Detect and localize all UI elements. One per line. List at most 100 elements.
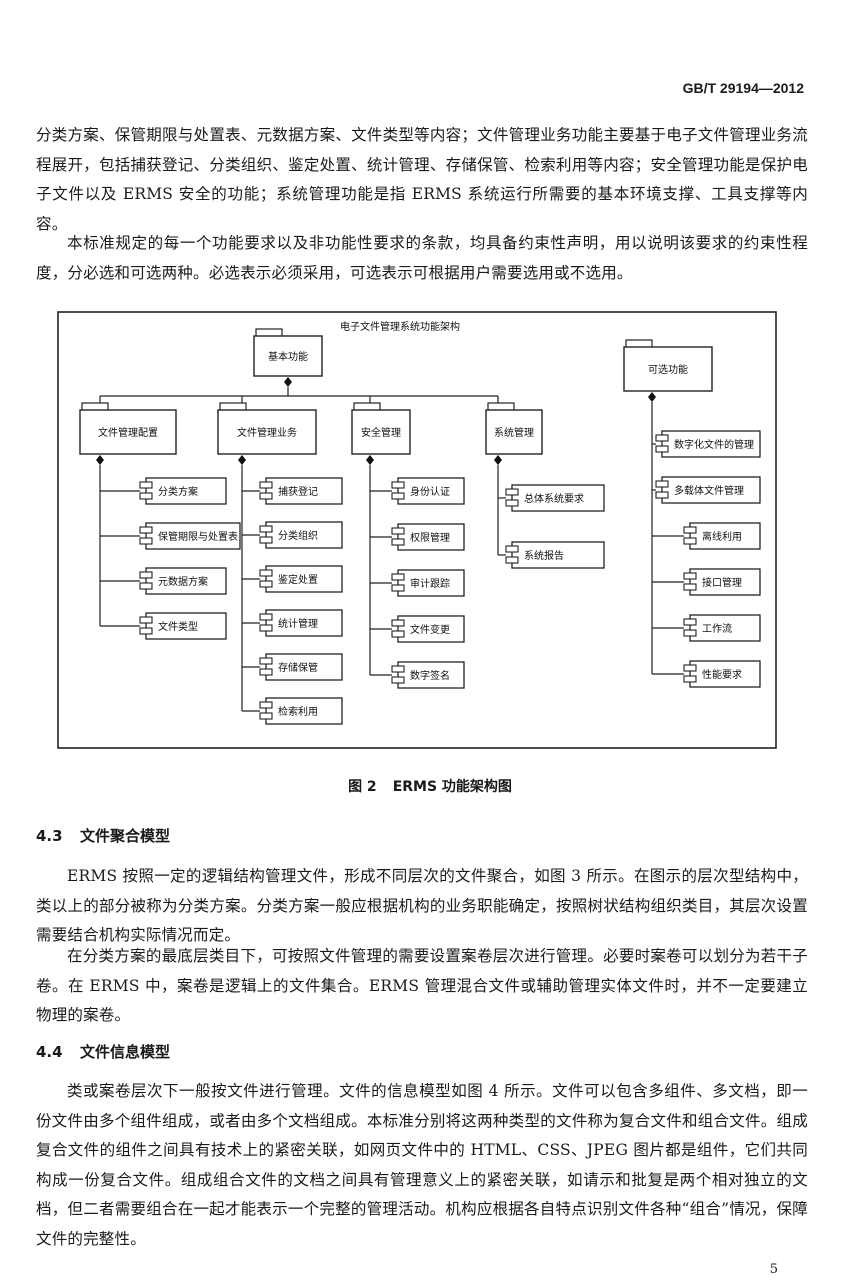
section-number: 4.3 (36, 827, 63, 845)
component-port-icon (139, 571, 153, 579)
section-4-3-paragraph-2: 在分类方案的最底层类目下，可按照文件管理的需要设置案卷层次进行管理。必要时案卷可… (36, 947, 808, 1024)
component-label: 文件类型 (158, 620, 198, 633)
component-label: 数字签名 (410, 669, 450, 682)
component-port-icon (683, 675, 697, 683)
component-port-icon (259, 701, 273, 709)
component-label: 捕获登记 (278, 485, 318, 498)
component-port-icon (139, 616, 153, 624)
component-port-icon (655, 434, 669, 442)
page-number: 5 (769, 1262, 778, 1277)
component-port-icon (259, 712, 273, 720)
component-box: 多载体文件管理 (655, 476, 761, 504)
section-title: 文件信息模型 (80, 1043, 171, 1061)
component-port-icon (655, 480, 669, 488)
component-label: 审计跟踪 (410, 577, 450, 590)
composition-diamond (284, 377, 292, 387)
figure-number: 图 2 (348, 779, 377, 795)
component-port-icon (683, 526, 697, 534)
composition-diamond (366, 455, 374, 465)
component-port-icon (259, 580, 273, 588)
component-port-icon (655, 445, 669, 453)
section-4-3-heading: 4.3 文件聚合模型 (36, 825, 170, 846)
component-label: 统计管理 (278, 617, 318, 630)
component-label: 存储保管 (278, 661, 318, 674)
component-box: 捕获登记 (259, 477, 343, 505)
component-port-icon (259, 657, 273, 665)
component-port-icon (391, 573, 405, 581)
erms-function-architecture-diagram: 电子文件管理系统功能架构基本功能文件管理配置分类方案保管期限与处置表元数据方案文… (57, 311, 777, 749)
component-port-icon (505, 545, 519, 553)
component-label: 性能要求 (702, 668, 742, 681)
package-2: 文件管理业务 (217, 402, 317, 455)
component-port-icon (391, 538, 405, 546)
component-port-icon (505, 556, 519, 564)
component-port-icon (391, 630, 405, 638)
component-box: 系统报告 (505, 541, 605, 569)
component-port-icon (139, 492, 153, 500)
section-title: 文件聚合模型 (80, 827, 171, 845)
component-port-icon (391, 481, 405, 489)
component-port-icon (139, 627, 153, 635)
component-port-icon (683, 583, 697, 591)
component-box: 存储保管 (259, 653, 343, 681)
component-port-icon (683, 537, 697, 545)
component-label: 工作流 (702, 622, 732, 635)
component-box: 身份认证 (391, 477, 465, 505)
component-port-icon (391, 619, 405, 627)
component-port-icon (655, 491, 669, 499)
component-box: 检索利用 (259, 697, 343, 725)
section-4-4-heading: 4.4 文件信息模型 (36, 1041, 170, 1062)
package-label: 可选功能 (648, 363, 688, 376)
component-port-icon (259, 668, 273, 676)
component-label: 权限管理 (410, 531, 450, 544)
package-label: 文件管理配置 (98, 426, 158, 439)
component-port-icon (505, 499, 519, 507)
component-port-icon (259, 569, 273, 577)
figure-caption: 图 2 ERMS 功能架构图 (0, 776, 860, 796)
component-label: 分类方案 (158, 485, 198, 498)
intro-paragraph-1: 分类方案、保管期限与处置表、元数据方案、文件类型等内容；文件管理业务功能主要基于… (36, 126, 808, 233)
component-port-icon (139, 537, 153, 545)
section-4-4-paragraph-1: 类或案卷层次下一般按文件进行管理。文件的信息模型如图 4 所示。文件可以包含多组… (36, 1082, 808, 1248)
component-label: 总体系统要求 (524, 492, 584, 505)
component-port-icon (259, 624, 273, 632)
package-label: 基本功能 (268, 350, 308, 363)
package-4: 系统管理 (485, 402, 543, 455)
section-number: 4.4 (36, 1043, 63, 1061)
component-port-icon (391, 676, 405, 684)
component-port-icon (683, 572, 697, 580)
component-port-icon (259, 525, 273, 533)
component-port-icon (259, 492, 273, 500)
component-box: 分类方案 (139, 477, 227, 505)
component-box: 文件类型 (139, 612, 227, 640)
figure-title: ERMS 功能架构图 (392, 779, 512, 795)
component-label: 多载体文件管理 (674, 484, 744, 497)
package-3: 安全管理 (351, 402, 411, 455)
component-label: 身份认证 (410, 485, 450, 498)
section-4-3-paragraph-1: ERMS 按照一定的逻辑结构管理文件，形成不同层次的文件聚合，如图 3 所示。在… (36, 867, 808, 944)
component-port-icon (683, 618, 697, 626)
root-package: 基本功能 (253, 328, 323, 377)
component-label: 接口管理 (702, 576, 742, 589)
component-port-icon (391, 665, 405, 673)
diagram-title: 电子文件管理系统功能架构 (340, 320, 460, 333)
component-box: 统计管理 (259, 609, 343, 637)
composition-diamond (648, 392, 656, 402)
component-port-icon (139, 481, 153, 489)
component-label: 鉴定处置 (278, 573, 318, 586)
component-box: 鉴定处置 (259, 565, 343, 593)
component-label: 系统报告 (524, 549, 564, 562)
component-label: 保管期限与处置表 (158, 530, 238, 543)
component-box: 工作流 (683, 614, 761, 642)
component-label: 分类组织 (278, 529, 318, 542)
component-label: 数字化文件的管理 (674, 438, 754, 451)
package-label: 安全管理 (361, 426, 401, 439)
component-port-icon (139, 526, 153, 534)
component-box: 元数据方案 (139, 567, 227, 595)
component-port-icon (139, 582, 153, 590)
component-label: 文件变更 (410, 623, 450, 636)
component-port-icon (683, 664, 697, 672)
composition-diamond (96, 455, 104, 465)
component-box: 总体系统要求 (505, 484, 605, 512)
component-box: 数字签名 (391, 661, 465, 689)
